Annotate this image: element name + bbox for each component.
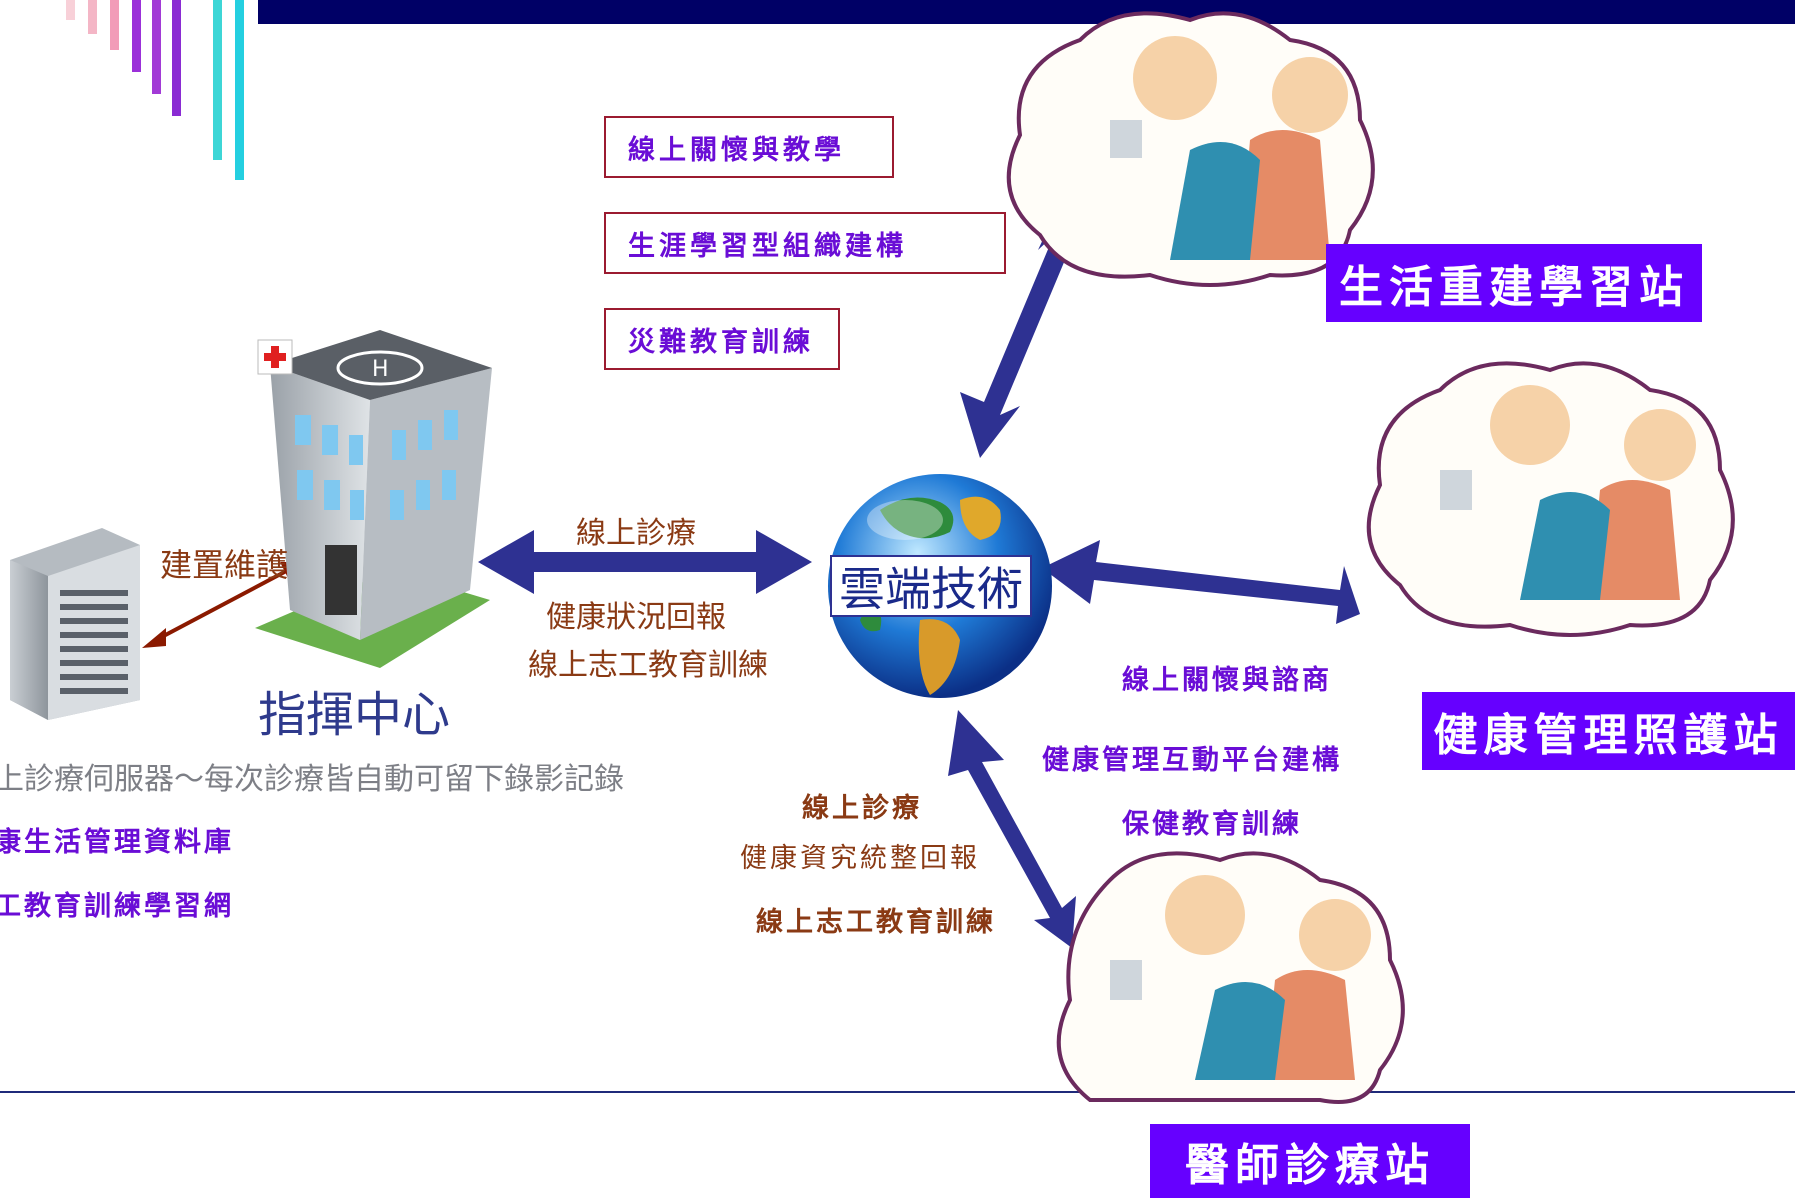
cloud-frame-right — [1366, 361, 1735, 637]
activity-box-3: 災難教育訓練 — [604, 308, 840, 370]
left-link-bottom-2: 線上志工教育訓練 — [528, 649, 768, 682]
right-link-1: 線上關懷與諮商 — [1122, 665, 1332, 696]
right-link-3: 保健教育訓練 — [1122, 809, 1302, 840]
bottom-link-2: 健康資究統整回報 — [740, 843, 980, 874]
activity-label-2: 生涯學習型組織建構 — [628, 230, 907, 262]
activity-box-2: 生涯學習型組織建構 — [604, 212, 1006, 274]
server-note-3: 工教育訓練學習網 — [0, 891, 234, 922]
server-icon — [10, 528, 140, 720]
server-note-2: 康生活管理資料庫 — [0, 827, 234, 858]
cloud-frame-top — [1006, 11, 1375, 287]
footer-line — [0, 1091, 1795, 1093]
arrow-right — [1042, 540, 1360, 624]
hospital-building-icon: H — [255, 330, 492, 668]
bottom-link-1: 線上診療 — [802, 793, 922, 824]
svg-text:H: H — [372, 357, 389, 382]
station-health-care-label: 健康管理照護站 — [1433, 710, 1784, 761]
arrow-bottom — [948, 710, 1076, 948]
activity-label-3: 災難教育訓練 — [628, 326, 814, 358]
command-center-title: 指揮中心 — [258, 689, 451, 742]
activity-box-1: 線上關懷與教學 — [604, 116, 894, 178]
right-link-2: 健康管理互動平台建構 — [1042, 745, 1342, 776]
station-life-rebuild: 生活重建學習站 — [1326, 244, 1702, 322]
left-link-top: 線上診療 — [576, 517, 696, 550]
station-life-rebuild-label: 生活重建學習站 — [1339, 262, 1689, 313]
bottom-link-3: 線上志工教育訓練 — [756, 907, 996, 938]
server-link-label: 建置維護 — [160, 547, 289, 583]
station-doctor: 醫師診療站 — [1150, 1124, 1470, 1198]
header-bar — [258, 0, 1795, 24]
server-note-1: 上診療伺服器～每次診療皆自動可留下錄影記錄 — [0, 763, 624, 796]
cloud-technology-text: 雲端技術 — [839, 563, 1023, 615]
arrow-top — [960, 210, 1076, 458]
activity-label-1: 線上關懷與教學 — [628, 134, 845, 166]
cloud-technology-label: 雲端技術 — [830, 555, 1032, 617]
cloud-frame-bottom — [1056, 851, 1405, 1104]
left-link-bottom-1: 健康狀況回報 — [546, 601, 726, 634]
station-doctor-label: 醫師診療站 — [1185, 1140, 1435, 1191]
station-health-care: 健康管理照護站 — [1422, 692, 1795, 770]
arrow-left — [478, 530, 812, 594]
